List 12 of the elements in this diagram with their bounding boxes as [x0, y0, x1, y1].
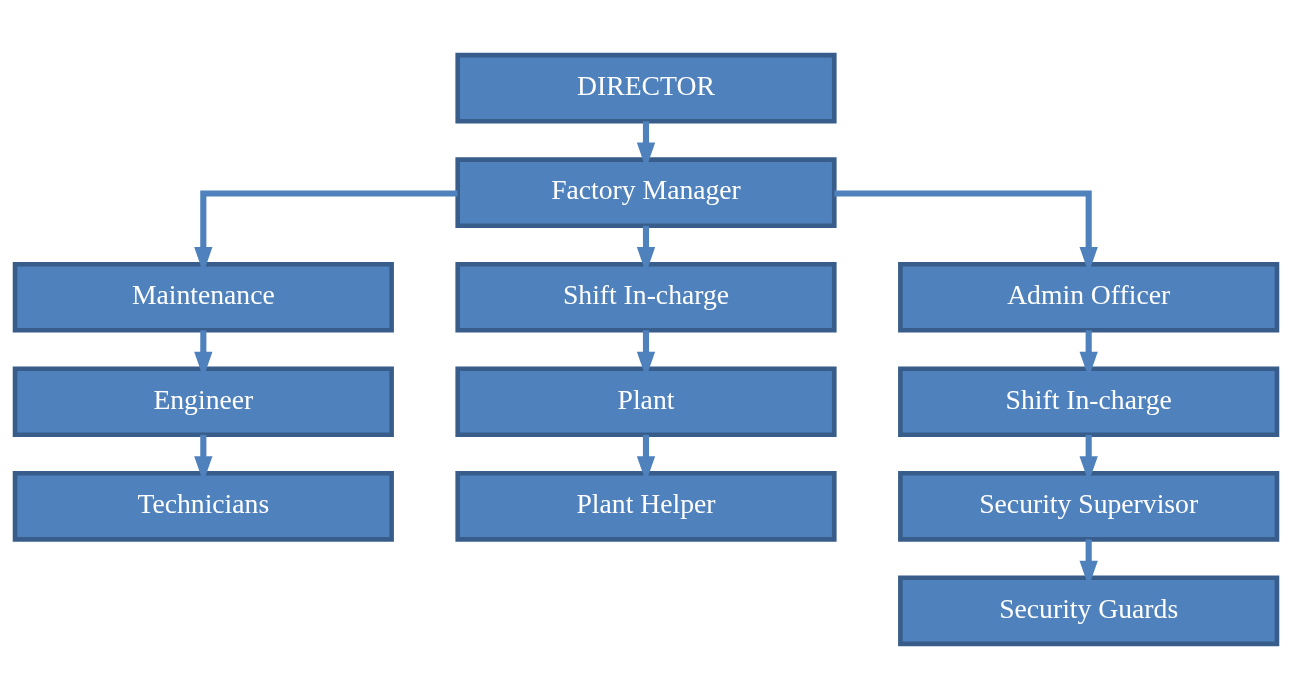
node-box: Factory Manager	[455, 157, 837, 229]
node-box: Security Supervisor	[898, 470, 1280, 542]
node-box: Shift In-charge	[455, 261, 837, 333]
node-box: Technicians	[12, 470, 394, 542]
node-box: DIRECTOR	[455, 52, 837, 124]
node-box: Plant	[455, 366, 837, 438]
node-box: Shift In-charge	[898, 366, 1280, 438]
node-box: Plant Helper	[455, 470, 837, 542]
node-box: Maintenance	[12, 261, 394, 333]
node-box: Engineer	[12, 366, 394, 438]
node-box: Admin Officer	[898, 261, 1280, 333]
node-box: Security Guards	[898, 575, 1280, 647]
